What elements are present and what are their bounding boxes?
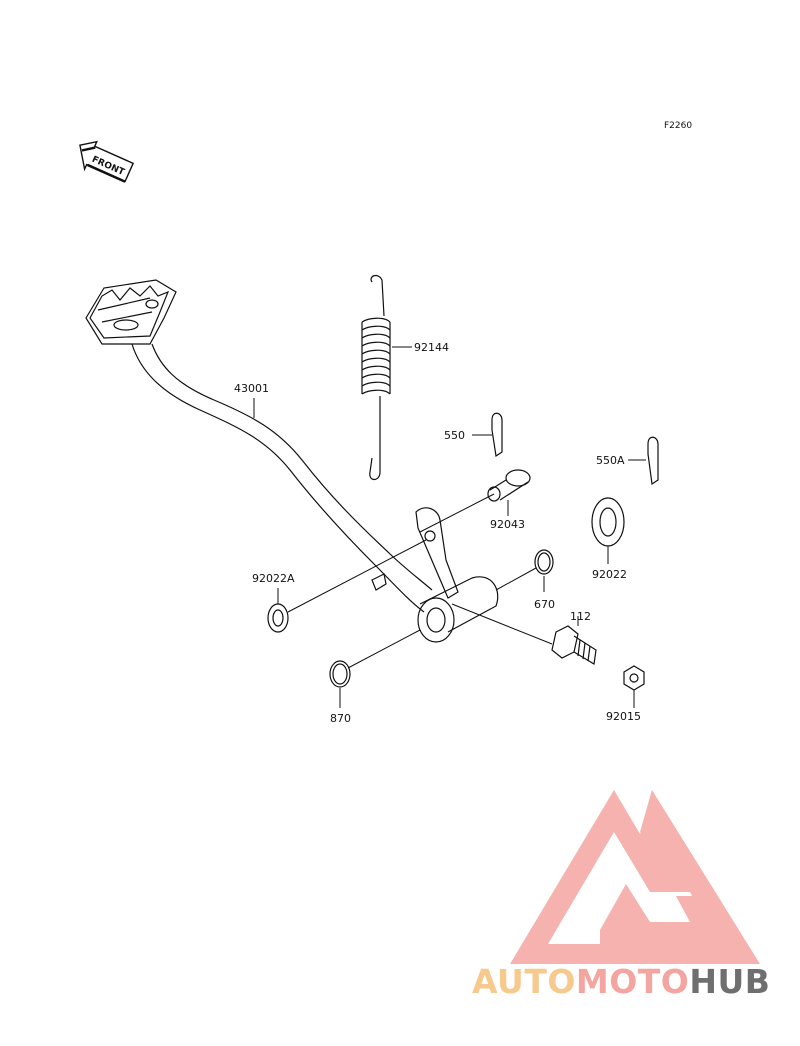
bolt-112-drawing [551, 625, 597, 665]
leader-lines [253, 346, 646, 708]
return-spring-drawing [361, 274, 391, 481]
label-43001: 43001 [234, 382, 269, 395]
label-92022a: 92022A [252, 572, 295, 585]
cotter-pin-550a-drawing [647, 436, 659, 486]
nut-92015-drawing [623, 665, 645, 691]
washer-92022a-drawing [267, 603, 289, 633]
label-670-right: 670 [534, 598, 555, 611]
brand-part-hub: HUB [689, 962, 771, 1001]
label-550a: 550A [596, 454, 625, 467]
label-92144: 92144 [414, 341, 449, 354]
front-arrow-icon: FRONT [79, 140, 135, 183]
label-550: 550 [444, 429, 465, 442]
label-670-left: 870 [330, 712, 351, 725]
figure-code: F2260 [664, 121, 692, 131]
label-92043: 92043 [490, 518, 525, 531]
brand-part-moto: MOTO [575, 962, 690, 1001]
o-ring-right-drawing [534, 549, 554, 575]
cotter-pin-550-drawing [491, 412, 503, 458]
o-ring-left-drawing [329, 660, 351, 688]
label-92015: 92015 [606, 710, 641, 723]
brake-pedal-drawing [85, 279, 499, 643]
washer-92022-drawing [591, 497, 625, 547]
brand-part-auto: AUTO [472, 962, 576, 1001]
label-92022: 92022 [592, 568, 627, 581]
watermark-brand-text: AUTOMOTOHUB [472, 962, 792, 1002]
watermark-logo-icon [510, 790, 760, 964]
label-112: 112 [570, 610, 591, 623]
clevis-pin-92043-drawing [487, 469, 531, 502]
